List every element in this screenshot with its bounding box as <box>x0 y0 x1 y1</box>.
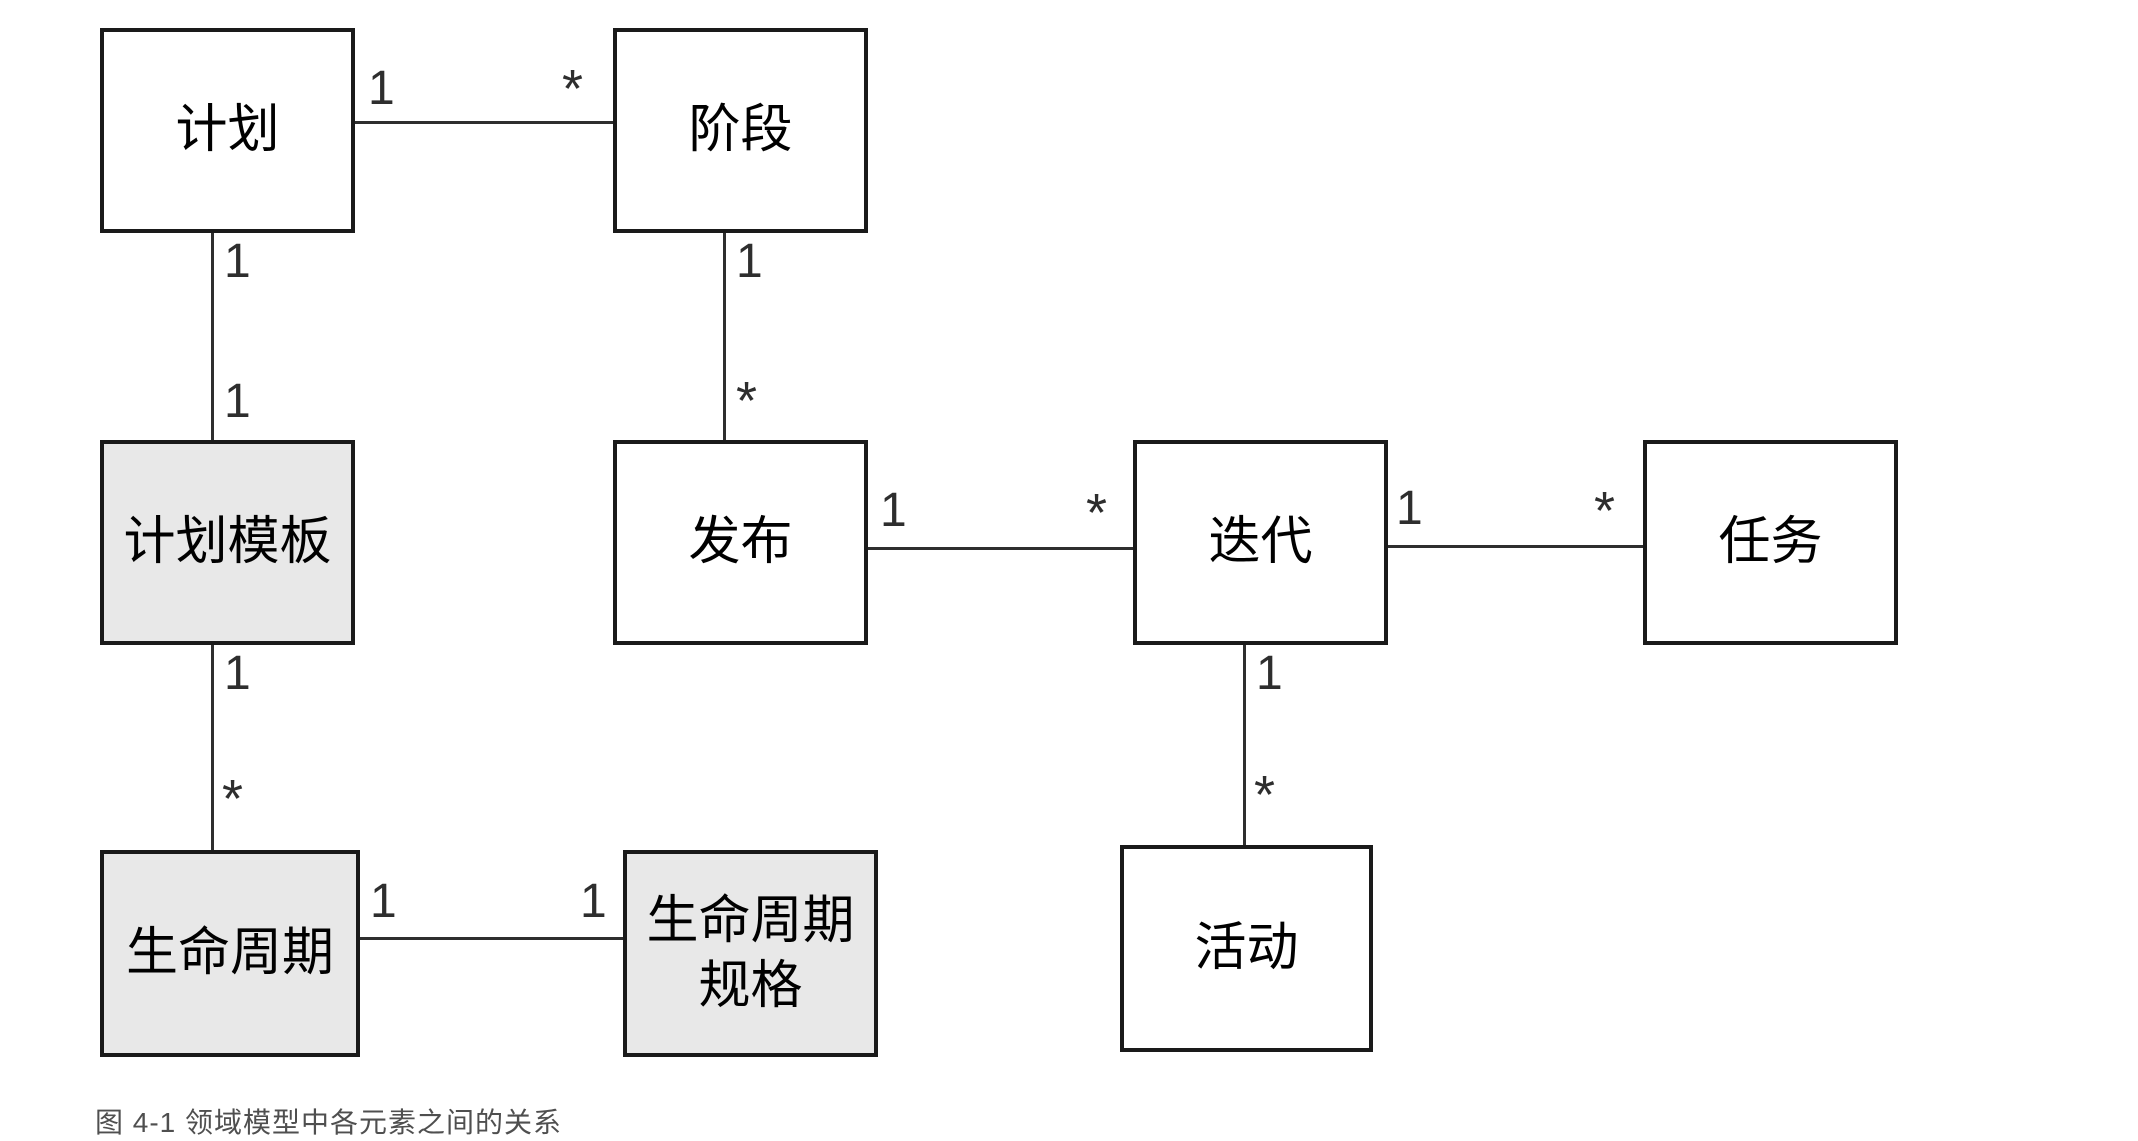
multiplicity-phase-release-target: * <box>736 371 758 431</box>
node-lifecycle: 生命周期 <box>100 850 360 1057</box>
node-activity-label: 活动 <box>1194 919 1299 977</box>
multiplicity-plan-phase-target: * <box>562 59 584 119</box>
multiplicity-plan-phase-source: 1 <box>368 62 395 115</box>
association-line-plan-plan-template <box>211 233 214 440</box>
multiplicity-release-iteration-source: 1 <box>880 484 907 537</box>
node-phase-label: 阶段 <box>688 101 793 159</box>
association-line-phase-release <box>723 233 726 440</box>
node-lifecycle-label: 生命周期 <box>125 924 334 982</box>
multiplicity-phase-release-source: 1 <box>736 235 763 288</box>
association-line-release-iteration <box>868 547 1133 550</box>
node-lifecycle-spec-label: 生命周期规格 <box>646 891 855 1015</box>
node-iteration: 迭代 <box>1133 440 1388 645</box>
node-task: 任务 <box>1643 440 1898 645</box>
node-iteration-label: 迭代 <box>1208 513 1313 571</box>
node-release: 发布 <box>613 440 868 645</box>
node-release-label: 发布 <box>688 513 793 571</box>
multiplicity-iteration-activity-target: * <box>1254 765 1276 825</box>
multiplicity-iteration-activity-source: 1 <box>1256 647 1283 700</box>
node-lifecycle-spec: 生命周期规格 <box>623 850 878 1057</box>
multiplicity-plan-plan-template-target: 1 <box>224 375 251 428</box>
node-plan-label: 计划 <box>175 101 280 159</box>
node-task-label: 任务 <box>1718 513 1823 571</box>
multiplicity-lifecycle-lifecycle-spec-target: 1 <box>580 875 607 928</box>
node-plan-template: 计划模板 <box>100 440 355 645</box>
figure-caption: 图 4-1 领域模型中各元素之间的关系 <box>95 1107 563 1138</box>
node-activity: 活动 <box>1120 845 1373 1052</box>
association-line-lifecycle-lifecycle-spec <box>360 937 623 940</box>
node-plan-template-label: 计划模板 <box>123 513 332 571</box>
association-line-iteration-task <box>1388 545 1643 548</box>
multiplicity-plan-template-lifecycle-source: 1 <box>224 647 251 700</box>
multiplicity-plan-plan-template-source: 1 <box>224 235 251 288</box>
multiplicity-lifecycle-lifecycle-spec-source: 1 <box>370 875 397 928</box>
diagram-canvas: 1 * 1 1 1 * 1 * 1 * 1 * 1 * 1 1 计划 阶段 计划… <box>95 28 1898 1138</box>
node-phase: 阶段 <box>613 28 868 233</box>
multiplicity-iteration-task-source: 1 <box>1396 482 1423 535</box>
association-line-plan-template-lifecycle <box>211 645 214 850</box>
multiplicity-iteration-task-target: * <box>1594 481 1616 541</box>
node-plan: 计划 <box>100 28 355 233</box>
multiplicity-release-iteration-target: * <box>1086 483 1108 543</box>
association-line-iteration-activity <box>1243 645 1246 845</box>
multiplicity-plan-template-lifecycle-target: * <box>222 769 244 829</box>
association-line-plan-phase <box>355 121 613 124</box>
